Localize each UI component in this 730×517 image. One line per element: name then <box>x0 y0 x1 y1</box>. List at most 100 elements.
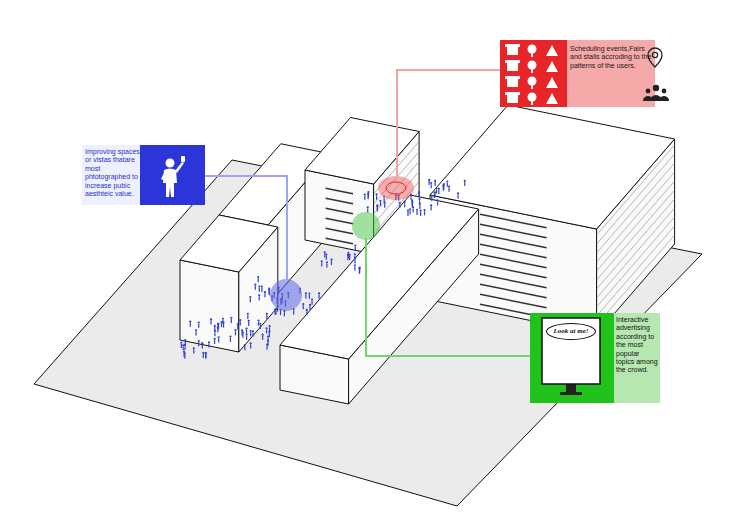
advert-spot <box>352 212 380 240</box>
person-figure <box>309 304 311 310</box>
person-figure <box>246 334 248 340</box>
person-figure <box>409 208 411 214</box>
person-figure <box>399 202 401 208</box>
person-figure <box>430 204 432 210</box>
callout-text: Improving spaces or vistas thatare most … <box>85 145 140 198</box>
person-figure <box>230 317 232 323</box>
building-face <box>180 215 278 272</box>
person-figure <box>237 323 239 329</box>
person-figure <box>431 195 433 201</box>
person-figure <box>257 276 259 282</box>
person-figure <box>434 191 436 197</box>
person-figure <box>302 303 304 309</box>
person-figure <box>376 205 378 211</box>
person-figure <box>258 285 260 291</box>
event-glyph <box>528 77 537 90</box>
person-figure <box>326 261 328 267</box>
person-figure <box>376 204 378 210</box>
person-figure <box>214 325 216 331</box>
person-figure <box>210 318 212 324</box>
person-figure <box>217 323 219 329</box>
person-figure <box>252 330 254 336</box>
person-figure <box>367 206 369 212</box>
person-figure <box>261 286 263 292</box>
person-figure <box>214 338 216 344</box>
person-figure <box>411 201 413 207</box>
crowd <box>180 179 466 359</box>
person-figure <box>416 209 418 215</box>
window-strip <box>326 238 353 244</box>
callout-text: Interactive advertising according to the… <box>616 313 659 375</box>
person-figure <box>222 318 224 324</box>
person-figure <box>193 347 195 353</box>
person-figure <box>184 339 186 345</box>
person-figure <box>375 193 377 199</box>
person-figure <box>354 257 356 263</box>
person-figure <box>198 321 200 327</box>
event-glyph <box>528 45 537 58</box>
building-face <box>280 195 479 359</box>
person-figure <box>202 352 204 358</box>
person-figure <box>208 341 210 347</box>
event-spot-ring <box>386 182 406 194</box>
event-glyph <box>546 77 558 88</box>
callout-box: Interactive advertising according to the… <box>530 313 660 403</box>
person-figure <box>259 323 261 329</box>
person-figure <box>189 321 191 327</box>
people-icon <box>643 85 669 101</box>
floor-line <box>597 163 675 253</box>
person-figure <box>464 180 466 186</box>
callout-text-panel <box>567 40 655 107</box>
person-figure <box>435 187 437 193</box>
person-figure <box>448 185 450 191</box>
person-figure <box>407 210 409 216</box>
event-spot <box>378 176 414 200</box>
window-strip <box>326 198 353 204</box>
billboard-icon <box>542 318 600 395</box>
person-figure <box>257 319 259 325</box>
event-glyph <box>546 93 558 104</box>
person-figure <box>442 185 444 191</box>
person-figure <box>311 298 313 304</box>
callout-icon-panel <box>500 40 567 107</box>
person-figure <box>182 344 184 350</box>
floor-line <box>597 145 675 235</box>
floor-line <box>597 181 675 271</box>
person-figure <box>418 191 420 197</box>
person-figure <box>305 292 307 298</box>
person-figure <box>354 264 356 270</box>
person-figure <box>205 352 207 358</box>
person-figure <box>384 202 386 208</box>
person-figure <box>244 344 246 350</box>
person-figure <box>268 325 270 331</box>
person-figure <box>249 296 251 302</box>
event-glyph <box>505 60 520 71</box>
person-figure <box>367 191 369 197</box>
person-figure <box>324 251 326 257</box>
event-glyph <box>528 61 537 74</box>
person-figure <box>205 352 207 358</box>
person-figure <box>265 327 267 333</box>
person-figure <box>264 291 266 297</box>
person-figure <box>318 292 320 298</box>
building-face <box>305 118 419 185</box>
event-glyph <box>505 44 520 55</box>
callout-box: Scheduling events,Fairs and stalls accro… <box>500 40 655 107</box>
person-figure <box>434 180 436 186</box>
person-figure <box>242 331 244 337</box>
photographer-icon <box>161 156 185 197</box>
floor-line <box>597 154 675 244</box>
person-figure <box>248 320 250 326</box>
person-figure <box>446 180 448 186</box>
floor-line <box>597 199 675 289</box>
person-figure <box>198 340 200 346</box>
person-figure <box>245 328 247 334</box>
person-figure <box>275 308 277 314</box>
person-figure <box>274 309 276 315</box>
person-figure <box>306 309 308 315</box>
person-figure <box>379 200 381 206</box>
person-figure <box>367 193 369 199</box>
person-figure <box>419 203 421 209</box>
event-icons <box>505 44 558 105</box>
